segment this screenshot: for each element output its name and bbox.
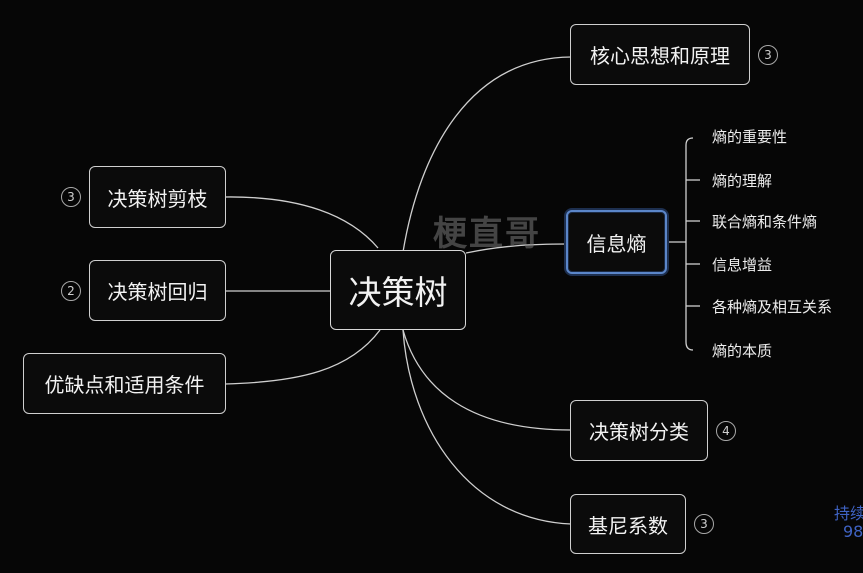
branch-regression-label: 决策树回归 — [107, 280, 208, 304]
collapsed-count-badge-gini[interactable]: 3 — [694, 514, 714, 534]
watermark-text: 梗直哥 — [433, 214, 541, 254]
entropy-leaf-understanding[interactable]: 熵的理解 — [712, 172, 773, 190]
link-entropy-spine — [685, 137, 694, 351]
branch-pros-cons-label: 优缺点和适用条件 — [44, 373, 205, 397]
collapsed-count-badge-core[interactable]: 3 — [758, 45, 778, 65]
branch-core-label: 核心思想和原理 — [590, 44, 730, 68]
branch-pruning[interactable]: 决策树剪枝 — [89, 166, 226, 228]
root-label: 决策树 — [348, 273, 448, 312]
link-root-prune — [224, 196, 379, 249]
link-root-entropy — [465, 243, 568, 254]
link-root-core — [402, 56, 572, 253]
entropy-leaf-relations[interactable]: 各种熵及相互关系 — [712, 298, 833, 316]
branch-classification-label: 决策树分类 — [589, 420, 689, 444]
collapsed-count-badge-classification[interactable]: 4 — [716, 421, 736, 441]
branch-regression[interactable]: 决策树回归 — [89, 260, 226, 321]
branch-entropy-label: 信息熵 — [586, 231, 647, 256]
branch-entropy[interactable]: 信息熵 — [566, 210, 667, 274]
entropy-leaf-essence[interactable]: 熵的本质 — [712, 342, 773, 360]
corner-overlay-line2: 98 — [843, 522, 863, 541]
branch-pruning-label: 决策树剪枝 — [107, 186, 208, 211]
branch-classification[interactable]: 决策树分类 — [570, 400, 708, 461]
branch-gini-label: 基尼系数 — [588, 513, 668, 538]
link-root-pros-cons — [224, 329, 381, 385]
link-root-classify — [402, 329, 572, 431]
branch-core-principles[interactable]: 核心思想和原理 — [570, 24, 750, 85]
branch-pros-cons[interactable]: 优缺点和适用条件 — [23, 353, 226, 414]
root-node[interactable]: 决策树 — [330, 250, 466, 330]
corner-overlay-line1: 持续 — [834, 504, 863, 523]
entropy-leaf-importance[interactable]: 熵的重要性 — [712, 128, 788, 146]
collapsed-count-badge-pruning[interactable]: 3 — [61, 187, 81, 207]
entropy-leaf-joint-conditional[interactable]: 联合熵和条件熵 — [712, 213, 818, 231]
collapsed-count-badge-regression[interactable]: 2 — [61, 281, 81, 301]
entropy-leaf-information-gain[interactable]: 信息增益 — [712, 256, 773, 274]
link-root-gini — [402, 329, 572, 525]
branch-gini[interactable]: 基尼系数 — [570, 494, 686, 554]
